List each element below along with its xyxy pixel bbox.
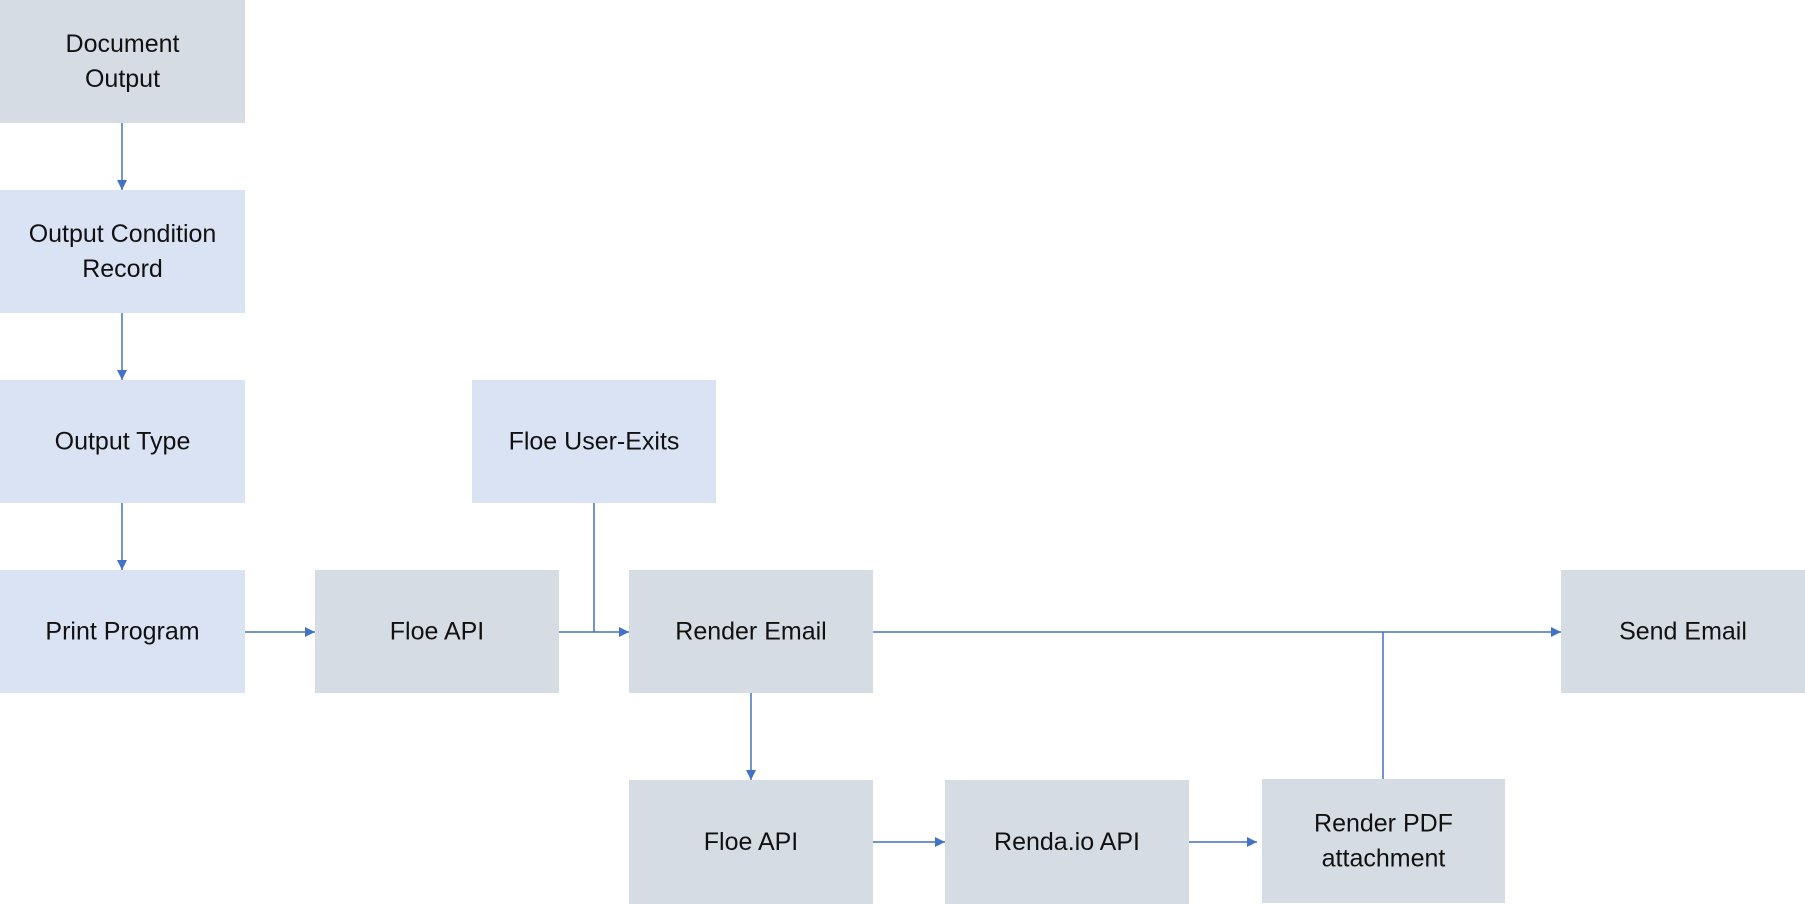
node-label-line: Record	[82, 255, 163, 283]
node-box-render-email	[629, 570, 873, 693]
node-renda-io-api: Renda.io API	[945, 780, 1189, 904]
node-floe-api-1: Floe API	[315, 570, 559, 693]
node-box-output-condition-record	[0, 190, 245, 313]
node-send-email: Send Email	[1561, 570, 1805, 693]
node-label-line: Document	[66, 30, 180, 58]
node-label-render-email: Render Email	[675, 618, 826, 646]
node-label-line: Floe API	[390, 618, 485, 646]
node-label-send-email: Send Email	[1619, 618, 1747, 646]
node-box-floe-api-2	[629, 780, 873, 904]
node-box-send-email	[1561, 570, 1805, 693]
node-output-type: Output Type	[0, 380, 245, 503]
connectors	[117, 123, 1561, 847]
node-box-floe-api-1	[315, 570, 559, 693]
node-render-pdf-attachment: Render PDF attachment	[1262, 779, 1505, 903]
node-label-line: attachment	[1322, 845, 1446, 873]
node-label-line: Floe API	[704, 828, 799, 856]
node-label-output-type: Output Type	[55, 428, 191, 456]
node-label-floe-api-1: Floe API	[390, 618, 485, 646]
node-box-render-pdf-attachment	[1262, 779, 1505, 903]
node-label-floe-api-2: Floe API	[704, 828, 799, 856]
node-label-line: Floe User-Exits	[509, 428, 680, 456]
node-label-print-program: Print Program	[45, 618, 199, 646]
node-label-line: Render PDF	[1314, 810, 1453, 838]
node-label-line: Output Type	[55, 428, 191, 456]
node-box-floe-user-exits	[472, 380, 716, 503]
node-render-email: Render Email	[629, 570, 873, 693]
node-box-print-program	[0, 570, 245, 693]
node-box-document-output	[0, 0, 245, 123]
node-label-line: Output Condition	[29, 220, 217, 248]
node-floe-user-exits: Floe User-Exits	[472, 380, 716, 503]
node-label-renda-io-api: Renda.io API	[994, 828, 1140, 856]
node-floe-api-2: Floe API	[629, 780, 873, 904]
node-label-line: Send Email	[1619, 618, 1747, 646]
node-label-floe-user-exits: Floe User-Exits	[509, 428, 680, 456]
node-label-line: Print Program	[45, 618, 199, 646]
node-label-line: Output	[85, 65, 160, 93]
node-print-program: Print Program	[0, 570, 245, 693]
node-label-line: Renda.io API	[994, 828, 1140, 856]
node-box-output-type	[0, 380, 245, 503]
node-box-renda-io-api	[945, 780, 1189, 904]
node-label-line: Render Email	[675, 618, 826, 646]
node-label-render-pdf-attachment: Render PDF attachment	[1314, 810, 1453, 873]
